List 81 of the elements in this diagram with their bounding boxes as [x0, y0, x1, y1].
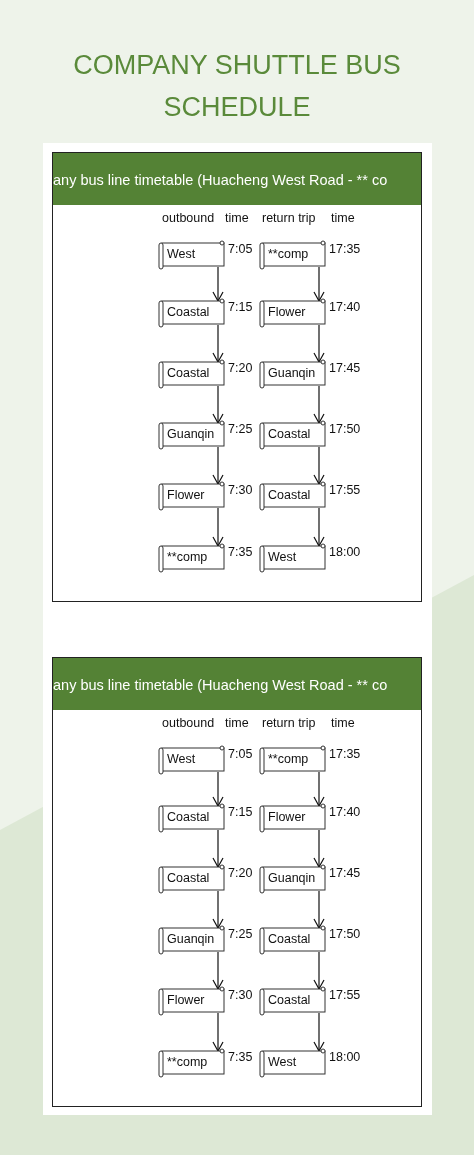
- departure-time: 18:00: [329, 1050, 361, 1064]
- arrow: [313, 324, 325, 363]
- departure-time: 7:30: [228, 988, 253, 1002]
- timetable-panel: [52, 152, 422, 602]
- departure-time: 7:35: [228, 1050, 253, 1064]
- column-heading: return trip: [262, 211, 316, 225]
- departure-time: 17:50: [329, 422, 361, 436]
- panel-heading: any bus line timetable (Huacheng West Road - ** co: [53, 676, 388, 696]
- departure-time: 17:55: [329, 483, 361, 497]
- departure-time: 7:30: [228, 483, 253, 497]
- arrow: [212, 507, 224, 547]
- departure-time: 17:50: [329, 927, 361, 941]
- departure-time: 7:20: [228, 866, 253, 880]
- column-heading: outbound: [162, 211, 215, 225]
- stop-name: Coastal: [268, 488, 311, 502]
- stop-name: West: [167, 247, 196, 261]
- stop-name: Guanqin: [268, 871, 316, 885]
- departure-time: 7:25: [228, 927, 253, 941]
- column-heading: time: [225, 716, 249, 730]
- departure-time: 17:35: [329, 747, 361, 761]
- arrow: [212, 446, 224, 485]
- departure-time: 7:05: [228, 747, 253, 761]
- departure-time: 17:45: [329, 361, 361, 375]
- stop-name: **comp: [167, 1055, 208, 1069]
- stop-name: Flower: [268, 810, 306, 824]
- arrow: [313, 1012, 325, 1052]
- departure-time: 7:15: [228, 300, 253, 314]
- arrow: [212, 771, 224, 807]
- arrow: [313, 890, 325, 929]
- arrow: [212, 1012, 224, 1052]
- departure-time: 7:15: [228, 805, 253, 819]
- column-heading: return trip: [262, 716, 316, 730]
- stop-name: Flower: [268, 305, 306, 319]
- departure-time: 7:25: [228, 422, 253, 436]
- panel-heading: any bus line timetable (Huacheng West Road - ** co: [53, 171, 388, 191]
- stop-name: Guanqin: [167, 932, 215, 946]
- timetable-panel: [52, 657, 422, 1107]
- departure-time: 7:35: [228, 545, 253, 559]
- arrow: [313, 446, 325, 485]
- departure-time: 18:00: [329, 545, 361, 559]
- stop-name: Coastal: [268, 427, 311, 441]
- stop-name: Flower: [167, 993, 205, 1007]
- stop-name: Guanqin: [167, 427, 215, 441]
- stop-name: Coastal: [167, 810, 210, 824]
- stop-name: West: [268, 550, 297, 564]
- departure-time: 17:45: [329, 866, 361, 880]
- departure-time: 17:40: [329, 805, 361, 819]
- column-heading: time: [331, 211, 355, 225]
- stop-name: Coastal: [167, 366, 210, 380]
- arrow: [212, 890, 224, 929]
- departure-time: 7:20: [228, 361, 253, 375]
- arrow: [313, 951, 325, 990]
- column-heading: time: [225, 211, 249, 225]
- stop-name: West: [268, 1055, 297, 1069]
- page-title: COMPANY SHUTTLE BUS SCHEDULE: [72, 49, 402, 124]
- stop-name: West: [167, 752, 196, 766]
- arrow: [212, 385, 224, 424]
- arrow: [212, 266, 224, 302]
- column-heading: outbound: [162, 716, 215, 730]
- departure-time: 17:35: [329, 242, 361, 256]
- column-heading: time: [331, 716, 355, 730]
- departure-time: 7:05: [228, 242, 253, 256]
- arrow: [313, 507, 325, 547]
- stop-name: Coastal: [167, 871, 210, 885]
- stop-name: Coastal: [268, 993, 311, 1007]
- stop-name: **comp: [268, 247, 309, 261]
- arrow: [212, 951, 224, 990]
- stop-name: Flower: [167, 488, 205, 502]
- arrow: [313, 266, 325, 302]
- arrow: [313, 771, 325, 807]
- stop-name: Coastal: [268, 932, 311, 946]
- stop-name: Guanqin: [268, 366, 316, 380]
- stop-name: Coastal: [167, 305, 210, 319]
- stop-name: **comp: [167, 550, 208, 564]
- arrow: [212, 324, 224, 363]
- arrow: [212, 829, 224, 868]
- arrow: [313, 385, 325, 424]
- departure-time: 17:55: [329, 988, 361, 1002]
- stop-name: **comp: [268, 752, 309, 766]
- departure-time: 17:40: [329, 300, 361, 314]
- arrow: [313, 829, 325, 868]
